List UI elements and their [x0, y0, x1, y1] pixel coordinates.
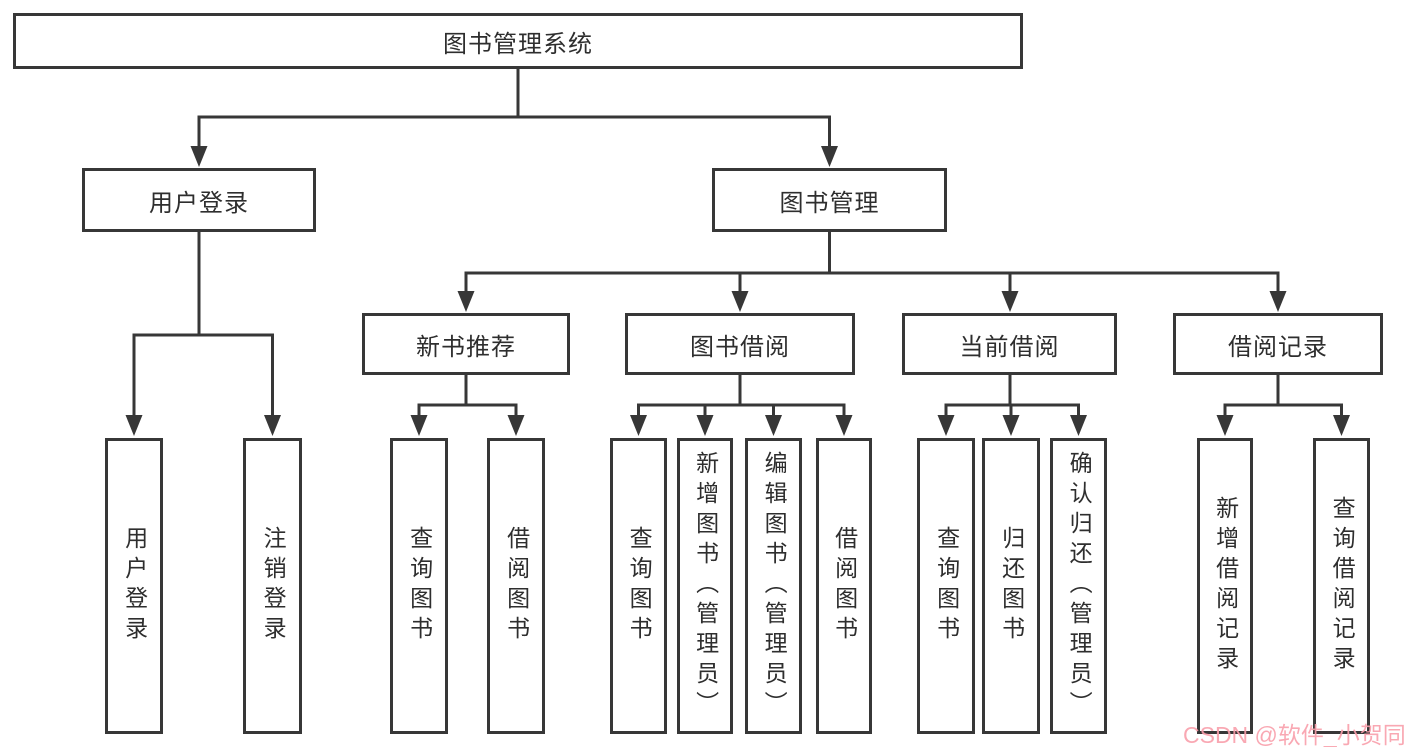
node-current-borrowing: 当前借阅 [902, 313, 1117, 375]
node-return-books: 归还图书 [982, 438, 1040, 734]
node-book-management: 图书管理 [712, 168, 947, 232]
node-add-books-admin: 新增图书（管理员） [677, 438, 733, 734]
node-add-borrow-record: 新增借阅记录 [1197, 438, 1253, 734]
connector-book-management-to-level3 [464, 232, 1280, 299]
connector-user-login-to-leaves [132, 232, 274, 423]
node-edit-books-admin-label: 编辑图书（管理员） [761, 451, 788, 721]
node-borrow-books-borrowing-label: 借阅图书 [831, 526, 858, 646]
arrowheads [125, 146, 1350, 436]
node-edit-books-admin: 编辑图书（管理员） [745, 438, 802, 734]
node-borrow-books-recommend-label: 借阅图书 [503, 526, 530, 646]
node-query-borrow-record-label: 查询借阅记录 [1329, 496, 1356, 676]
node-query-books-recommend-label: 查询图书 [406, 526, 433, 646]
connector-lines [132, 69, 1343, 423]
node-user-login-action: 用户登录 [105, 438, 163, 734]
node-user-login-action-label: 用户登录 [121, 526, 148, 646]
connector-book-borrowing-to-leaves [637, 375, 846, 423]
node-add-borrow-record-label: 新增借阅记录 [1212, 496, 1239, 676]
node-confirm-return-admin: 确认归还（管理员） [1050, 438, 1107, 734]
node-borrow-books-recommend: 借阅图书 [487, 438, 545, 734]
node-logout-action-label: 注销登录 [260, 526, 287, 646]
csdn-watermark: CSDN @软件_小贺同学 [1183, 722, 1405, 747]
node-query-books-current: 查询图书 [917, 438, 975, 734]
node-return-books-label: 归还图书 [998, 526, 1025, 646]
node-new-book-recommendation: 新书推荐 [362, 313, 570, 375]
node-query-books-borrowing: 查询图书 [610, 438, 667, 734]
connector-borrow-records-to-leaves [1223, 375, 1343, 423]
connector-current-borrowing-to-leaves [944, 375, 1080, 423]
node-confirm-return-admin-label: 确认归还（管理员） [1066, 451, 1093, 721]
node-query-books-current-label: 查询图书 [933, 526, 960, 646]
node-borrowing-records: 借阅记录 [1173, 313, 1383, 375]
node-query-borrow-record: 查询借阅记录 [1313, 438, 1370, 734]
node-logout-action: 注销登录 [243, 438, 302, 734]
node-borrow-books-borrowing: 借阅图书 [816, 438, 872, 734]
connector-root-to-level2 [197, 69, 831, 153]
node-query-books-recommend: 查询图书 [390, 438, 448, 734]
node-book-borrowing: 图书借阅 [625, 313, 855, 375]
node-library-system: 图书管理系统 [13, 13, 1023, 69]
node-add-books-admin-label: 新增图书（管理员） [692, 451, 719, 721]
node-user-login: 用户登录 [82, 168, 316, 232]
node-query-books-borrowing-label: 查询图书 [626, 526, 653, 646]
connector-new-book-to-leaves [417, 375, 518, 423]
